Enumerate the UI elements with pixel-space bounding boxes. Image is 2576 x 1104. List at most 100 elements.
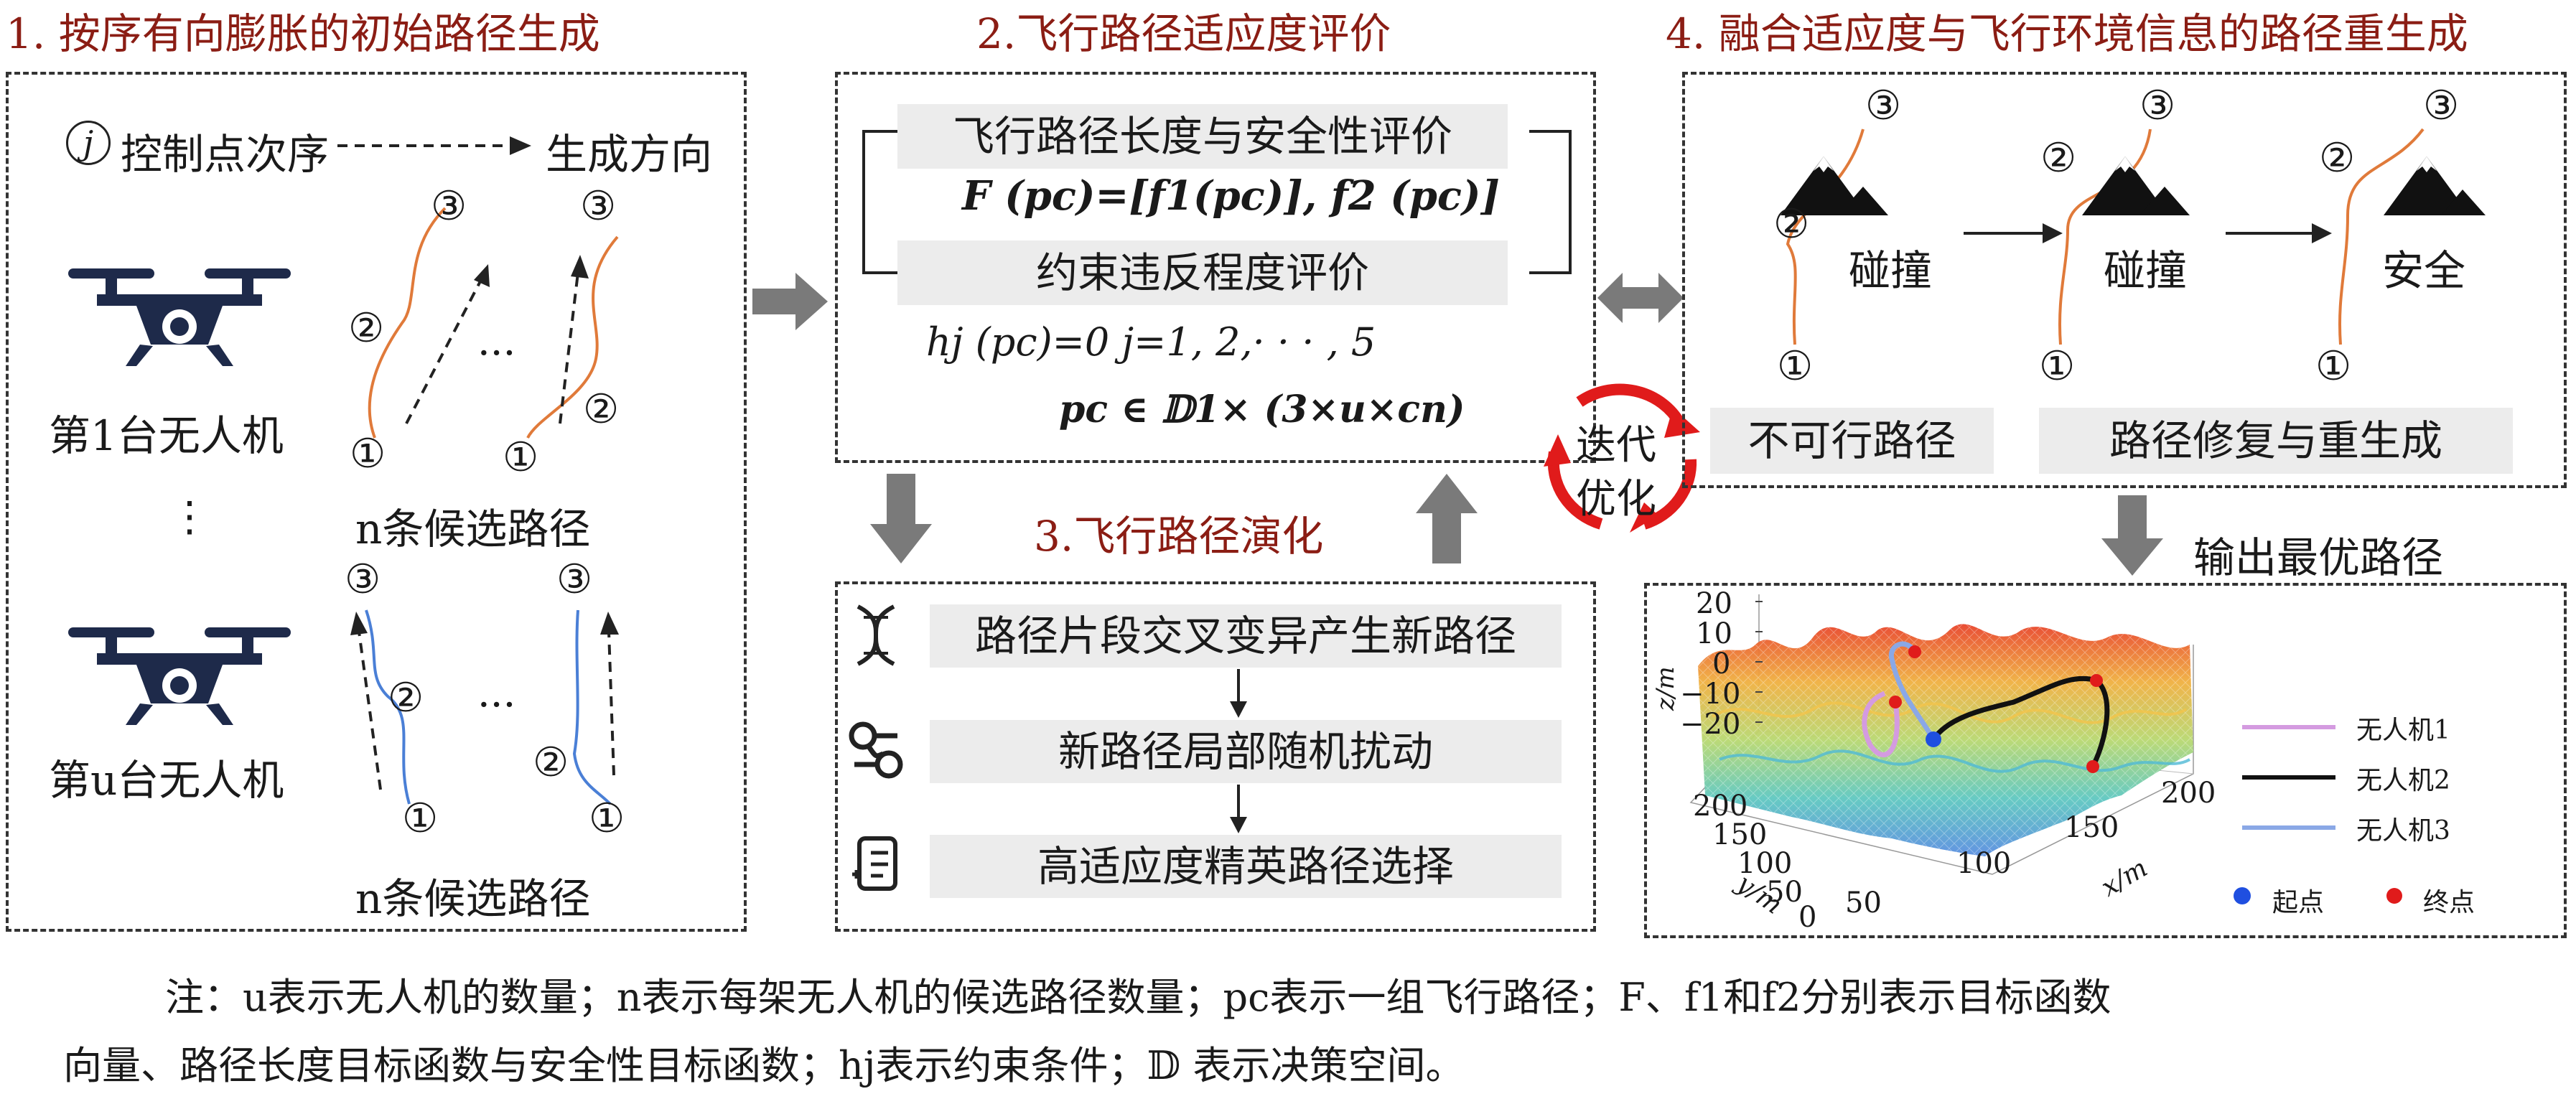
panel3-title: 3.飞行路径演化 (1034, 512, 1324, 561)
path-point-3: ③ (2139, 83, 2176, 129)
vertical-ellipsis: ⋮ (169, 492, 210, 541)
perturbation-icon (849, 721, 903, 779)
mountain-path-safe (2338, 128, 2486, 345)
drone1-label: 第1台无人机 (49, 411, 284, 460)
step-crossover-mutation: 路径片段交叉变异产生新路径 (930, 604, 1562, 668)
legend-start: 起点 (2272, 888, 2325, 917)
path-evaluation-label: 飞行路径长度与安全性评价 (897, 104, 1508, 169)
note-line-1: 注：u表示无人机的数量；n表示每架无人机的候选路径数量；pc表示一组飞行路径；F… (165, 975, 2111, 1020)
candidate-paths-label: n条候选路径 (355, 874, 591, 923)
path-point-3: ③ (431, 183, 467, 230)
drone-u-label: 第u台无人机 (49, 756, 284, 805)
horizontal-ellipsis: ··· (477, 330, 516, 377)
z-tick: 20 (1696, 587, 1732, 620)
mountain-path-collision (1781, 128, 1888, 345)
legend-dashed-arrow (337, 136, 531, 155)
transition-arrow (2226, 223, 2332, 243)
panel-optimal-path-plot (1644, 583, 2567, 938)
note-line-2: 向量、路径长度目标函数与安全性目标函数；hj表示约束条件；𝔻 表示决策空间。 (63, 1043, 1465, 1088)
z-tick: −20 (1680, 708, 1741, 741)
objective-formula: F (pc)=[f1(pc)], f2 (pc)] (962, 172, 1500, 220)
control-point-symbol: j (66, 121, 111, 165)
panel1-title: 1. 按序有向膨胀的初始路径生成 (6, 9, 600, 58)
flow-arrow-up (1416, 474, 1478, 563)
flow-arrow-down (870, 474, 932, 563)
flow-arrow-right (752, 273, 828, 330)
path-point-2: ② (2319, 135, 2356, 182)
drone1-candidate-paths (368, 207, 619, 439)
step-arrow-down (1230, 669, 1247, 718)
path-point-2: ② (348, 305, 385, 352)
z-tick: −10 (1680, 678, 1741, 711)
x-tick: 50 (1845, 887, 1882, 920)
path-point-3: ③ (556, 556, 593, 603)
path-point-1: ① (402, 795, 439, 842)
safe-label: 安全 (2382, 246, 2466, 295)
transition-arrow (1964, 223, 2063, 243)
evaluation-bracket (862, 130, 1572, 274)
legend-end: 终点 (2423, 888, 2475, 917)
path-point-1: ① (503, 434, 539, 481)
x-tick: 150 (2064, 811, 2119, 844)
x-tick: 100 (1956, 847, 2012, 880)
bidirectional-arrow (1597, 273, 1684, 323)
step-elite-selection: 高适应度精英路径选择 (930, 835, 1562, 898)
horizontal-ellipsis: ··· (477, 682, 516, 729)
iteration-label: 迭代 (1576, 422, 1656, 469)
path-point-2: ② (533, 739, 569, 786)
panel2-fitness-evaluation (835, 72, 1596, 463)
legend-generation-direction: 生成方向 (546, 130, 713, 179)
panel1-initial-path-generation (6, 72, 747, 932)
path-point-1: ① (589, 795, 625, 842)
collision-label: 碰撞 (1849, 246, 1933, 295)
panel4-path-regeneration (1682, 72, 2567, 488)
output-optimal-path-label: 输出最优路径 (2193, 533, 2444, 582)
y-tick: 200 (1693, 790, 1748, 823)
constraint-evaluation-label: 约束违反程度评价 (897, 240, 1508, 305)
infeasible-path-label: 不可行路径 (1710, 408, 1994, 474)
path-point-1: ① (2039, 343, 2076, 390)
legend-control-order: 控制点次序 (121, 130, 330, 179)
path-point-1: ① (1777, 343, 1814, 390)
domain-equation: pc ∈ 𝔻1× (3×u×cn) (1059, 388, 1465, 431)
collision-label: 碰撞 (2104, 246, 2188, 295)
y-tick: 50 (1766, 876, 1803, 909)
y-tick: 0 (1798, 901, 1817, 934)
path-point-2: ② (583, 386, 620, 433)
path-point-1: ① (2315, 343, 2352, 390)
mountain-path-collision (2058, 128, 2190, 345)
flow-arrow-down (2101, 495, 2163, 576)
drone-icon (68, 268, 291, 366)
y-tick: 100 (1737, 847, 1793, 880)
panel4-title: 4. 融合适应度与飞行环境信息的路径重生成 (1666, 9, 2468, 58)
y-tick: 150 (1712, 818, 1768, 851)
path-point-3: ③ (2423, 83, 2460, 129)
legend-uav1: 无人机1 (2356, 716, 2450, 745)
step-arrow-down (1230, 785, 1247, 833)
z-tick: 10 (1696, 617, 1732, 650)
panel3-path-evolution (835, 581, 1596, 932)
panel2-title: 2.飞行路径适应度评价 (976, 9, 1391, 58)
drone-icon (68, 627, 291, 725)
legend-uav2: 无人机2 (2356, 766, 2450, 795)
constraint-equation: hj (pc)=0 j=1, 2,· · · , 5 (926, 319, 1376, 365)
path-point-1: ① (350, 431, 386, 477)
path-point-3: ③ (345, 556, 381, 603)
optimization-label: 优化 (1576, 476, 1656, 523)
drone-u-candidate-paths (350, 609, 619, 805)
z-axis-label: z/m (1651, 666, 1680, 711)
terrain-3d-plot (1689, 594, 2402, 904)
checklist-icon (852, 836, 897, 891)
path-point-2: ② (2040, 135, 2077, 182)
candidate-paths-label: n条候选路径 (355, 505, 591, 553)
path-point-3: ③ (1865, 83, 1902, 129)
path-point-2: ② (388, 675, 424, 721)
path-point-3: ③ (580, 183, 617, 230)
x-tick: 200 (2161, 777, 2216, 810)
z-tick: 0 (1712, 647, 1731, 680)
legend-uav3: 无人机3 (2356, 816, 2450, 846)
repair-regenerate-label: 路径修复与重生成 (2039, 408, 2513, 474)
step-local-perturbation: 新路径局部随机扰动 (930, 720, 1562, 783)
dna-icon (857, 604, 895, 666)
path-point-2: ② (1773, 201, 1810, 248)
